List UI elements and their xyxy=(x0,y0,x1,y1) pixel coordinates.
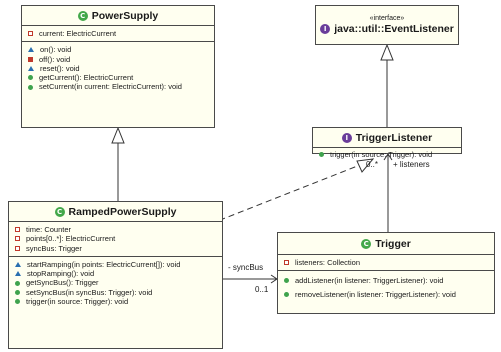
stereotype-label: «interface» xyxy=(369,15,405,22)
private-field-icon xyxy=(15,245,20,251)
attribute-row: syncBus: Trigger xyxy=(15,244,222,253)
public-method-icon xyxy=(284,291,289,297)
method-row: removeListener(in listener: TriggerListe… xyxy=(284,290,494,299)
interface-name: java::util::EventListener xyxy=(334,23,454,35)
syncbus-multiplicity-label: 0..1 xyxy=(255,285,269,294)
interface-name-row: I java::util::EventListener xyxy=(320,23,454,35)
method-row: on(): void xyxy=(28,45,214,54)
public-method-icon xyxy=(15,280,20,286)
public-method-icon xyxy=(28,84,33,90)
method-row: trigger(in source: Trigger): void xyxy=(319,150,461,159)
generalization-arrowhead xyxy=(111,126,125,144)
method-text: startRamping(in points: ElectricCurrent[… xyxy=(27,259,181,269)
class-name: RampedPowerSupply xyxy=(68,205,177,218)
attribute-row: listeners: Collection xyxy=(284,258,494,267)
attribute-text: listeners: Collection xyxy=(295,258,361,267)
realization-line xyxy=(209,164,361,225)
protected-method-icon xyxy=(28,66,34,72)
methods-section: trigger(in source: Trigger): void xyxy=(313,148,461,162)
method-text: getSyncBus(): Trigger xyxy=(26,278,99,288)
class-name: PowerSupply xyxy=(91,9,159,22)
public-method-icon xyxy=(15,299,20,305)
class-header: C RampedPowerSupply xyxy=(9,202,222,222)
class-name: Trigger xyxy=(375,237,411,250)
listeners-role-label: + listeners xyxy=(393,160,430,169)
interface-trigger-listener[interactable]: I TriggerListener trigger(in source: Tri… xyxy=(312,127,462,159)
public-method-icon xyxy=(15,289,20,295)
protected-method-icon xyxy=(15,271,21,277)
listeners-multiplicity-label: 0..* xyxy=(366,160,379,169)
attributes-section: time: Counter points[0..*]: ElectricCurr… xyxy=(9,222,222,257)
class-ramped-power-supply[interactable]: C RampedPowerSupply time: Counter points… xyxy=(8,201,223,349)
private-method-icon xyxy=(28,56,33,62)
attribute-row: time: Counter xyxy=(15,225,222,234)
private-field-icon xyxy=(284,260,289,266)
method-row: trigger(in source: Trigger): void xyxy=(15,297,222,306)
method-row: setSyncBus(in syncBus: Trigger): void xyxy=(15,288,222,297)
class-power-supply[interactable]: C PowerSupply current: ElectricCurrent o… xyxy=(21,5,215,128)
attribute-text: time: Counter xyxy=(26,225,72,234)
method-text: reset(): void xyxy=(40,63,80,73)
class-header: C Trigger xyxy=(278,233,494,255)
method-text: stopRamping(): void xyxy=(27,269,95,279)
attribute-row: points[0..*]: ElectricCurrent xyxy=(15,234,222,243)
public-method-icon xyxy=(319,152,324,158)
attribute-text: current: ElectricCurrent xyxy=(39,29,117,38)
method-row: stopRamping(): void xyxy=(15,269,222,278)
interface-extends-arrowhead xyxy=(380,43,394,61)
methods-section: on(): void off(): void reset(): void get… xyxy=(22,42,214,94)
syncbus-role-label: - syncBus xyxy=(228,263,264,272)
attribute-text: points[0..*]: ElectricCurrent xyxy=(26,234,116,244)
interface-header: I TriggerListener xyxy=(313,128,461,148)
method-text: getCurrent(): ElectricCurrent xyxy=(39,73,134,83)
interface-header: «interface» I java::util::EventListener xyxy=(316,6,458,44)
private-field-icon xyxy=(15,227,20,233)
class-icon: C xyxy=(361,238,372,249)
attributes-section: current: ElectricCurrent xyxy=(22,26,214,43)
method-text: trigger(in source: Trigger): void xyxy=(330,150,433,159)
method-row: setCurrent(in current: ElectricCurrent):… xyxy=(28,82,214,91)
method-text: removeListener(in listener: TriggerListe… xyxy=(295,289,456,299)
private-field-icon xyxy=(15,236,20,242)
attributes-section: listeners: Collection xyxy=(278,255,494,272)
method-text: setSyncBus(in syncBus: Trigger): void xyxy=(26,287,153,297)
method-row: startRamping(in points: ElectricCurrent[… xyxy=(15,260,222,269)
realization-arrowhead xyxy=(356,158,375,173)
method-text: addListener(in listener: TriggerListener… xyxy=(295,276,444,286)
private-field-icon xyxy=(28,31,33,37)
method-row: reset(): void xyxy=(28,64,214,73)
protected-method-icon xyxy=(28,47,34,53)
method-text: trigger(in source: Trigger): void xyxy=(26,297,129,307)
class-trigger[interactable]: C Trigger listeners: Collection addListe… xyxy=(277,232,495,314)
method-text: on(): void xyxy=(40,45,72,55)
class-icon: C xyxy=(54,206,65,217)
interface-event-listener[interactable]: «interface» I java::util::EventListener xyxy=(315,5,459,45)
attribute-text: syncBus: Trigger xyxy=(26,243,82,253)
attribute-row: current: ElectricCurrent xyxy=(28,29,214,38)
interface-icon: I xyxy=(320,24,331,34)
class-header: C PowerSupply xyxy=(22,6,214,26)
methods-section: addListener(in listener: TriggerListener… xyxy=(278,271,494,302)
method-text: off(): void xyxy=(39,54,71,64)
class-icon: C xyxy=(77,10,88,21)
protected-method-icon xyxy=(15,262,21,268)
interface-name: TriggerListener xyxy=(355,131,433,144)
method-text: setCurrent(in current: ElectricCurrent):… xyxy=(39,82,182,92)
method-row: addListener(in listener: TriggerListener… xyxy=(284,276,494,285)
method-row: getCurrent(): ElectricCurrent xyxy=(28,73,214,82)
methods-section: startRamping(in points: ElectricCurrent[… xyxy=(9,257,222,309)
listeners-arrowhead xyxy=(383,153,393,161)
public-method-icon xyxy=(284,278,289,284)
method-row: getSyncBus(): Trigger xyxy=(15,278,222,287)
interface-icon: I xyxy=(341,132,352,143)
public-method-icon xyxy=(28,75,33,81)
method-row: off(): void xyxy=(28,55,214,64)
